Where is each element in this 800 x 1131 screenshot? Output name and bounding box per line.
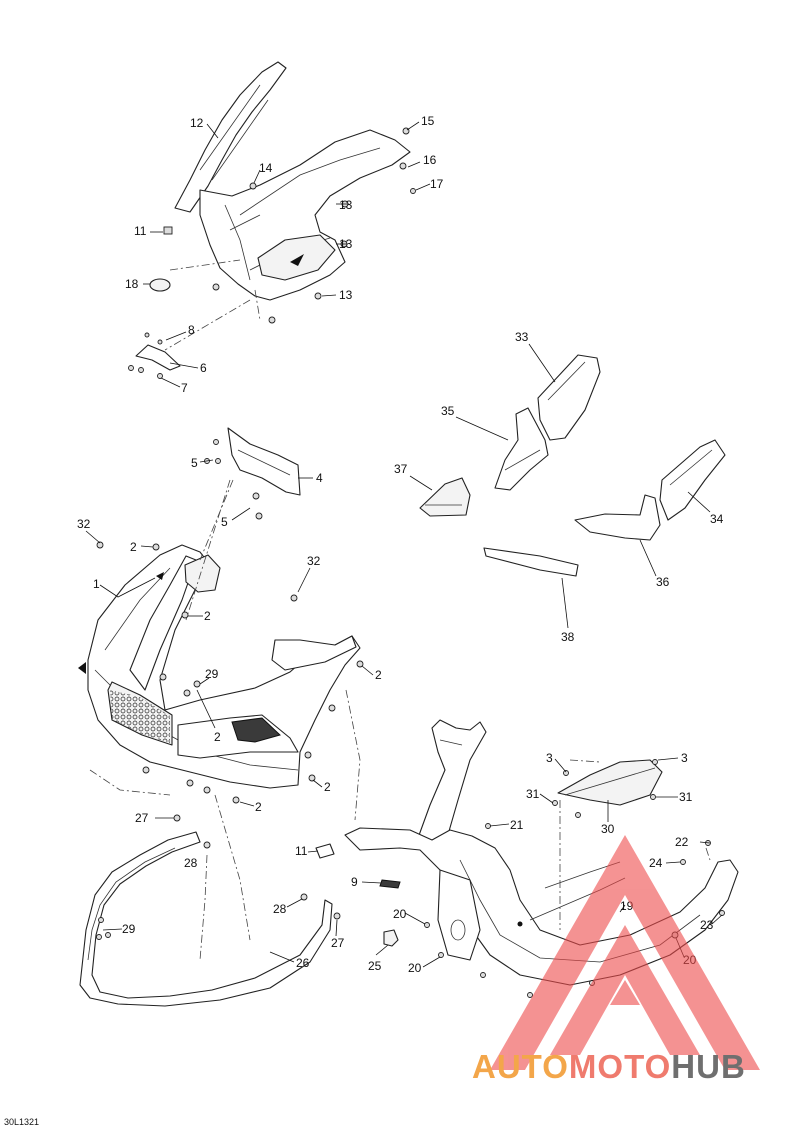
callout-21: 21 [510, 818, 524, 832]
callout-32: 32 [307, 554, 321, 568]
callout-13: 13 [339, 198, 353, 212]
callout-11: 11 [295, 844, 308, 858]
part-25-grommet [383, 929, 399, 947]
reference-code: 30L1321 [4, 1117, 40, 1127]
upper-panel-assembly [128, 61, 416, 379]
callout-23: 23 [700, 918, 714, 932]
callout-13: 13 [339, 237, 353, 251]
callout-31: 31 [526, 787, 540, 801]
lower-pan-side-wall [437, 869, 481, 961]
arrow-indicator [290, 254, 304, 266]
fasteners-fascia [96, 541, 364, 804]
callout-26: 26 [296, 956, 310, 970]
part-37-trim [419, 477, 471, 517]
callout-31: 31 [679, 790, 693, 804]
callout-7: 7 [181, 381, 188, 395]
leader-lines [85, 121, 723, 968]
bracket-assembly [204, 427, 301, 520]
fascia-upper-mount [271, 635, 357, 671]
part-12-side-rail [174, 61, 287, 213]
upper-panel-window [257, 234, 336, 281]
callout-25: 25 [368, 959, 382, 973]
callout-9: 9 [351, 875, 358, 889]
part-35-trim [494, 407, 549, 491]
callout-27: 27 [331, 936, 345, 950]
part-11-clip [315, 843, 335, 859]
callout-27: 27 [135, 811, 149, 825]
callout-28: 28 [184, 856, 198, 870]
callout-35: 35 [441, 404, 455, 418]
upper-panel-body [199, 129, 411, 301]
bumper-assembly [79, 814, 341, 1007]
callout-20: 20 [408, 961, 422, 975]
watermark-brand-text: AUTOMOTOHUB [472, 1048, 746, 1086]
part-30-plate [557, 759, 663, 806]
callout-2: 2 [204, 609, 211, 623]
watermark-auto: AUTO [472, 1048, 569, 1085]
callout-36: 36 [656, 575, 670, 589]
callout-4: 4 [316, 471, 323, 485]
callout-33: 33 [515, 330, 529, 344]
callout-11: 11 [134, 224, 147, 238]
part-4-bracket [227, 427, 301, 496]
callout-1: 1 [93, 577, 100, 591]
callout-17: 17 [430, 177, 444, 191]
watermark-moto: MOTO [568, 1048, 672, 1085]
callout-38: 38 [561, 630, 575, 644]
trim-pieces [419, 354, 726, 577]
callout-2: 2 [130, 540, 137, 554]
callout-5: 5 [191, 456, 198, 470]
triangle-logo-icon [490, 835, 760, 1070]
callout-14: 14 [259, 161, 273, 175]
lower-pan-assembly [315, 719, 739, 998]
callout-2: 2 [324, 780, 331, 794]
callout-30: 30 [601, 822, 615, 836]
callouts: 12 15 14 16 17 13 11 13 18 13 8 6 7 33 3… [77, 114, 724, 975]
callout-32: 32 [77, 517, 91, 531]
callout-29: 29 [122, 922, 136, 936]
callout-5: 5 [221, 515, 228, 529]
callout-2: 2 [375, 668, 382, 682]
fascia-vent [231, 717, 281, 743]
callout-15: 15 [421, 114, 435, 128]
part-38-trim [483, 547, 579, 577]
part-26-bumper [79, 831, 333, 1007]
callout-28: 28 [273, 902, 287, 916]
part-9-clip [379, 879, 401, 889]
callout-8: 8 [188, 323, 195, 337]
callout-34: 34 [710, 512, 724, 526]
callout-2: 2 [214, 730, 221, 744]
callout-24: 24 [649, 856, 663, 870]
watermark-hub: HUB [671, 1048, 746, 1085]
callout-13: 13 [339, 288, 353, 302]
callout-2: 2 [255, 800, 262, 814]
front-fascia-assembly [78, 479, 364, 941]
callout-22: 22 [675, 835, 689, 849]
watermark-logo [490, 835, 760, 1070]
part-34-trim [659, 439, 726, 521]
fascia-headlight [184, 554, 221, 593]
part-18-cap [149, 278, 171, 292]
callout-16: 16 [423, 153, 437, 167]
callout-20: 20 [393, 907, 407, 921]
callout-12: 12 [190, 116, 204, 130]
part-36-trim [574, 494, 661, 541]
part-6-bracket [135, 344, 181, 371]
callout-29: 29 [205, 667, 219, 681]
callout-6: 6 [200, 361, 207, 375]
callout-37: 37 [394, 462, 408, 476]
callout-3: 3 [546, 751, 553, 765]
part-33-trim [537, 354, 601, 441]
callout-3: 3 [681, 751, 688, 765]
lower-pan-upright [417, 719, 487, 849]
callout-18: 18 [125, 277, 139, 291]
